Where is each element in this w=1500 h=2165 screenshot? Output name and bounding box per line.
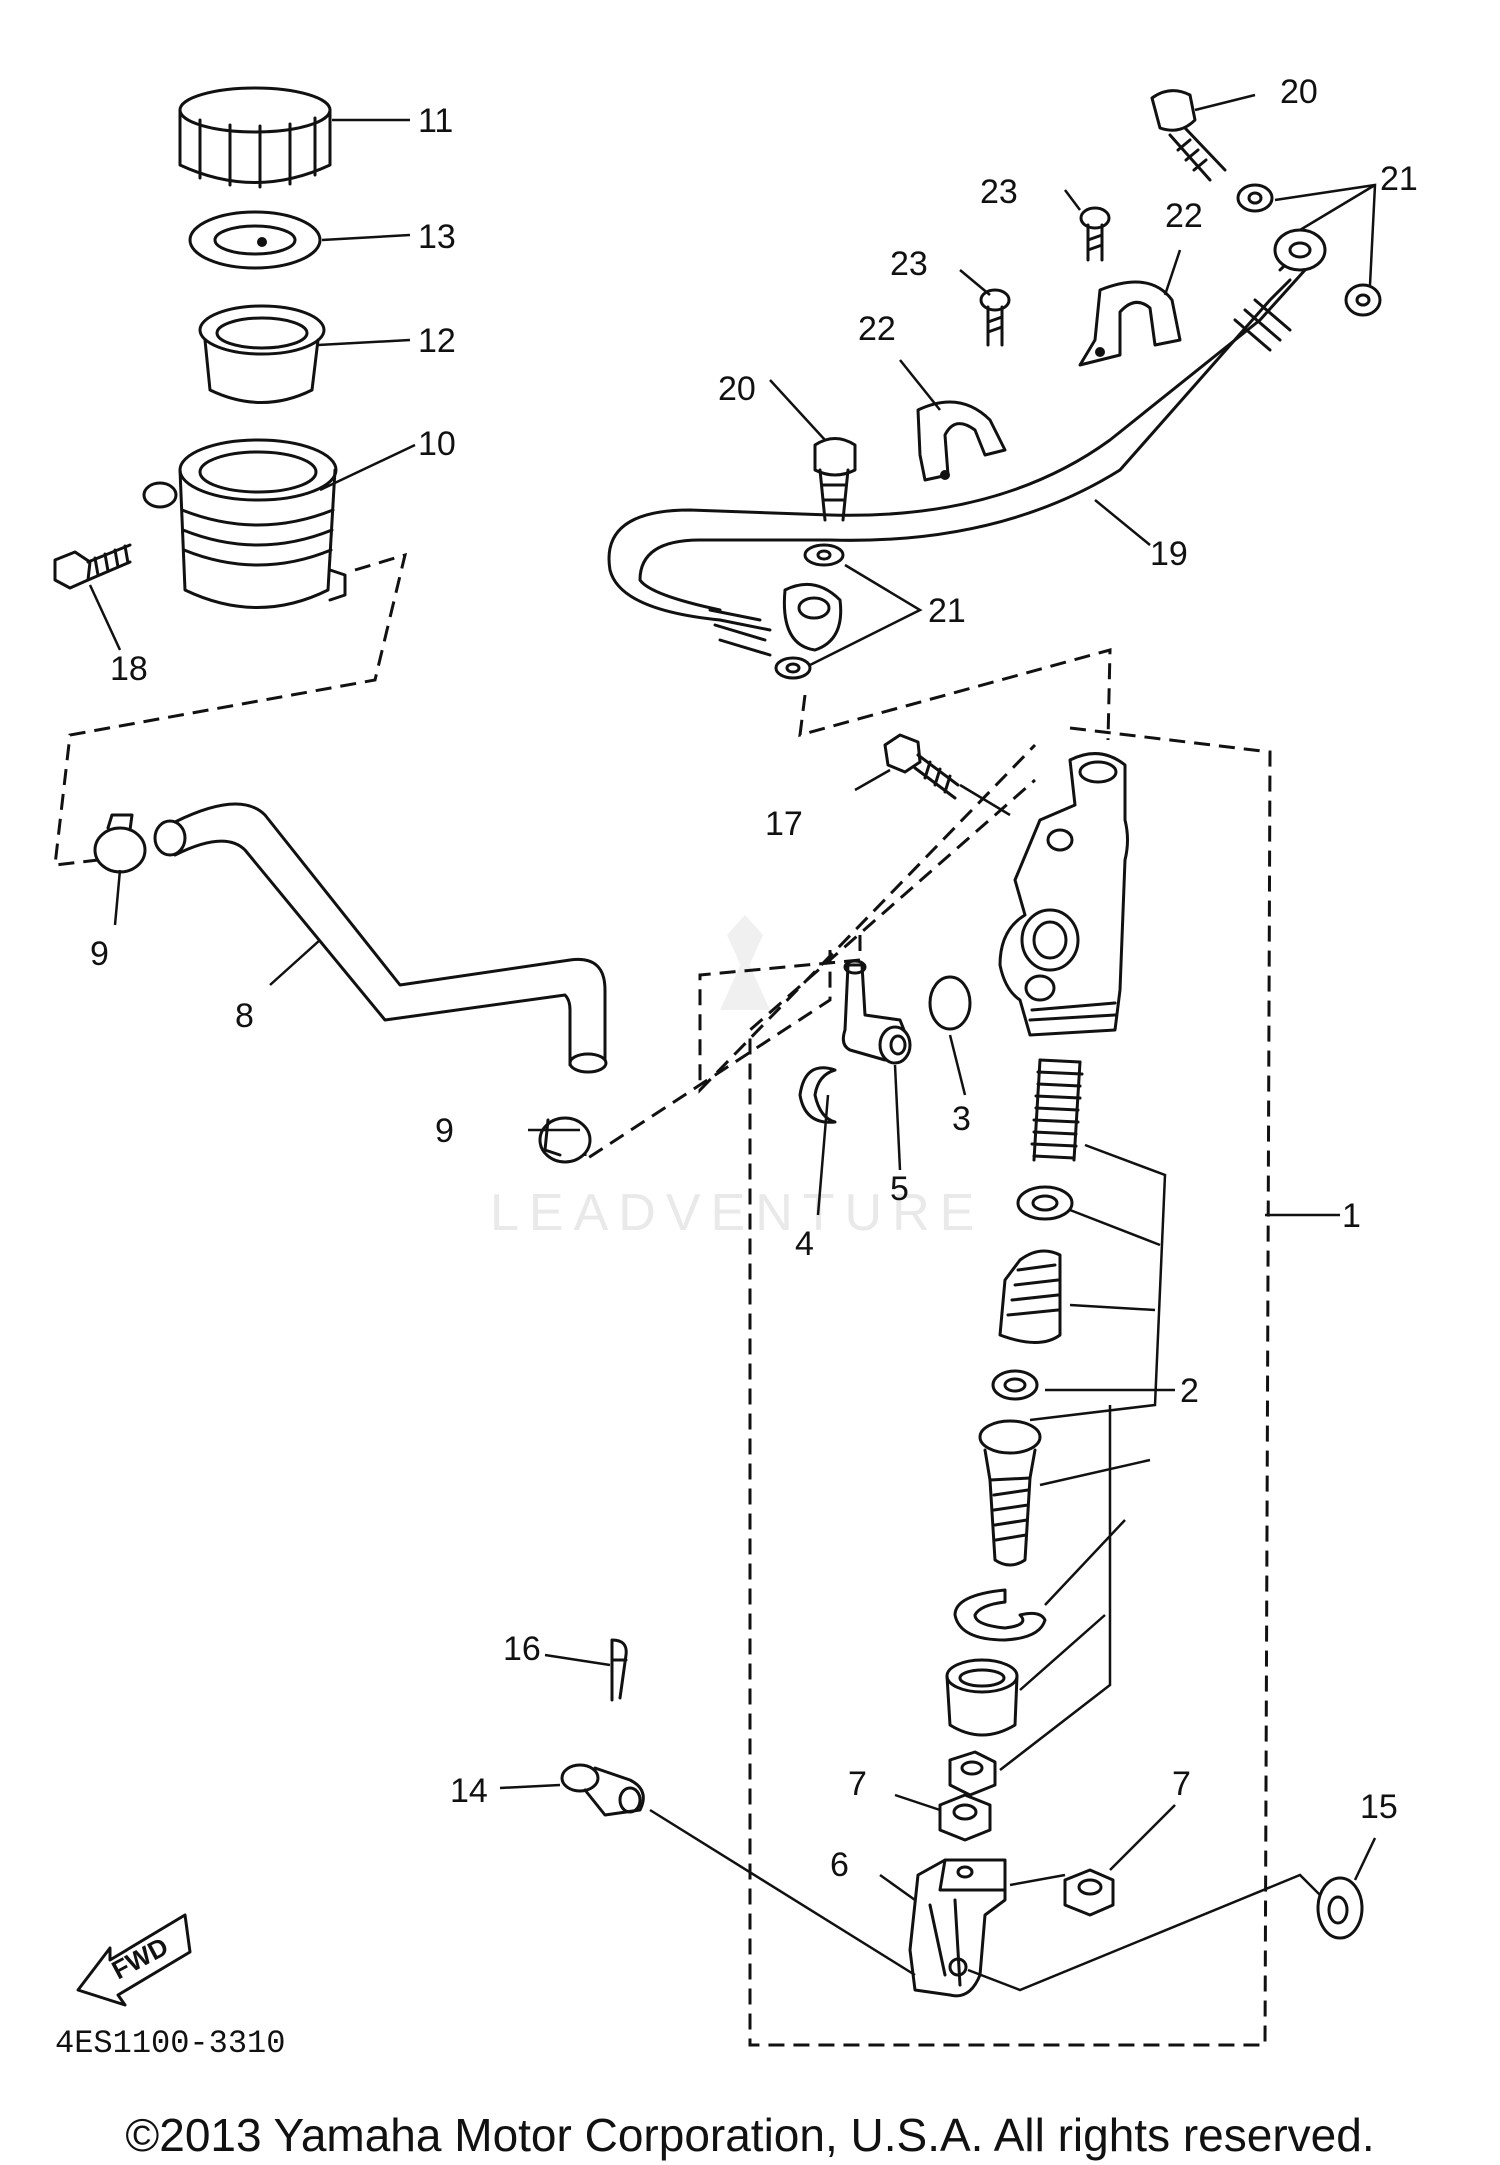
- banjo-fitting-upper: [1273, 228, 1327, 272]
- callout-19: 19: [1150, 535, 1188, 573]
- watermark-text: LEADVENTURE: [490, 1184, 984, 1242]
- callout-22b: 22: [858, 310, 896, 348]
- forward-arrow-icon: FWD: [76, 1913, 192, 2007]
- callout-12: 12: [418, 322, 456, 360]
- callout-11: 11: [418, 102, 453, 140]
- reservoir-body: [142, 438, 347, 609]
- diagram-code: 4ES1100-3310: [55, 2025, 285, 2062]
- diaphragm: [198, 304, 326, 404]
- brake-hose-route-line: [798, 648, 1112, 741]
- callout-17: 17: [765, 805, 803, 843]
- brake-hose: [607, 258, 1307, 657]
- callout-22a: 22: [1165, 197, 1203, 235]
- hose-clamp-lower: [538, 1116, 592, 1164]
- washer-upper-2: [1344, 283, 1382, 317]
- spring: [1030, 1058, 1084, 1162]
- circlip-lower: [953, 1588, 1047, 1642]
- reservoir-hose: [153, 802, 608, 1074]
- callout-5: 5: [890, 1170, 909, 1208]
- callout-15: 15: [1360, 1788, 1398, 1826]
- cup-secondary: [991, 1369, 1039, 1401]
- nut-right: [1063, 1868, 1115, 1917]
- reservoir-route-line: [53, 552, 408, 867]
- callout-2: 2: [1180, 1372, 1199, 1410]
- callout-20b: 20: [718, 370, 756, 408]
- watermark-logo: [720, 915, 770, 1010]
- master-cylinder-body: [998, 752, 1129, 1037]
- cotter-pin: [610, 1638, 628, 1702]
- callout-20a: 20: [1280, 73, 1318, 111]
- washer-lower-1: [803, 543, 845, 567]
- washer-lower-2: [774, 656, 812, 680]
- callout-9b: 9: [435, 1112, 454, 1150]
- hose-guide-right: [1078, 280, 1182, 367]
- callout-21a: 21: [1380, 160, 1418, 198]
- union-bolt-upper: [1150, 89, 1227, 182]
- assembly-boundary: [748, 726, 1272, 2047]
- callout-9a: 9: [90, 935, 109, 973]
- circlip-upper: [798, 1066, 837, 1124]
- copyright-notice: ©2013 Yamaha Motor Corporation, U.S.A. A…: [125, 2109, 1375, 2161]
- reservoir-cap: [178, 86, 332, 189]
- washer-upper-1: [1236, 183, 1274, 213]
- callout-8: 8: [235, 997, 254, 1035]
- o-ring: [928, 975, 972, 1031]
- hose-guide-left: [916, 400, 1007, 482]
- leader-lines: [88, 93, 1377, 1992]
- callout-16: 16: [503, 1630, 541, 1668]
- master-cylinder-bolt: [883, 733, 960, 800]
- guide-bolt-left: [979, 288, 1011, 347]
- hose-clamp-upper: [93, 813, 147, 874]
- callout-labels: 1 2 3 4 5 6 7 7 8 9 9 10 11 12 13 14 15 …: [90, 73, 1418, 1884]
- reservoir-bolt: [53, 543, 132, 590]
- guide-bolt-right: [1079, 206, 1111, 262]
- callout-1: 1: [1342, 1197, 1361, 1235]
- callout-18: 18: [110, 650, 148, 688]
- callout-4: 4: [795, 1225, 814, 1263]
- dust-boot: [945, 1658, 1019, 1737]
- diaphragm-plate: [188, 210, 322, 270]
- callout-7a: 7: [848, 1765, 867, 1803]
- lock-nut-upper: [948, 1750, 997, 1797]
- callout-14: 14: [450, 1772, 488, 1810]
- callout-6: 6: [830, 1846, 849, 1884]
- hose-route-line: [698, 743, 1037, 1094]
- nut-center: [938, 1793, 992, 1842]
- hose-joint-elbow: [841, 959, 912, 1065]
- callout-10: 10: [418, 425, 456, 463]
- hose-route-line-lower: [583, 950, 832, 1163]
- callout-21b: 21: [928, 592, 966, 630]
- union-bolt-lower: [813, 437, 857, 522]
- callout-23b: 23: [890, 245, 928, 283]
- banjo-fitting-lower: [782, 582, 843, 652]
- callout-23a: 23: [980, 173, 1018, 211]
- callout-7b: 7: [1172, 1765, 1191, 1803]
- clevis-washer: [1316, 1876, 1364, 1940]
- callout-13: 13: [418, 218, 456, 256]
- callout-3: 3: [952, 1100, 971, 1138]
- clevis: [908, 1858, 1007, 1998]
- push-rod: [978, 1419, 1042, 1567]
- clevis-pin: [560, 1763, 645, 1817]
- cup-primary: [1016, 1185, 1074, 1221]
- piston: [998, 1249, 1062, 1344]
